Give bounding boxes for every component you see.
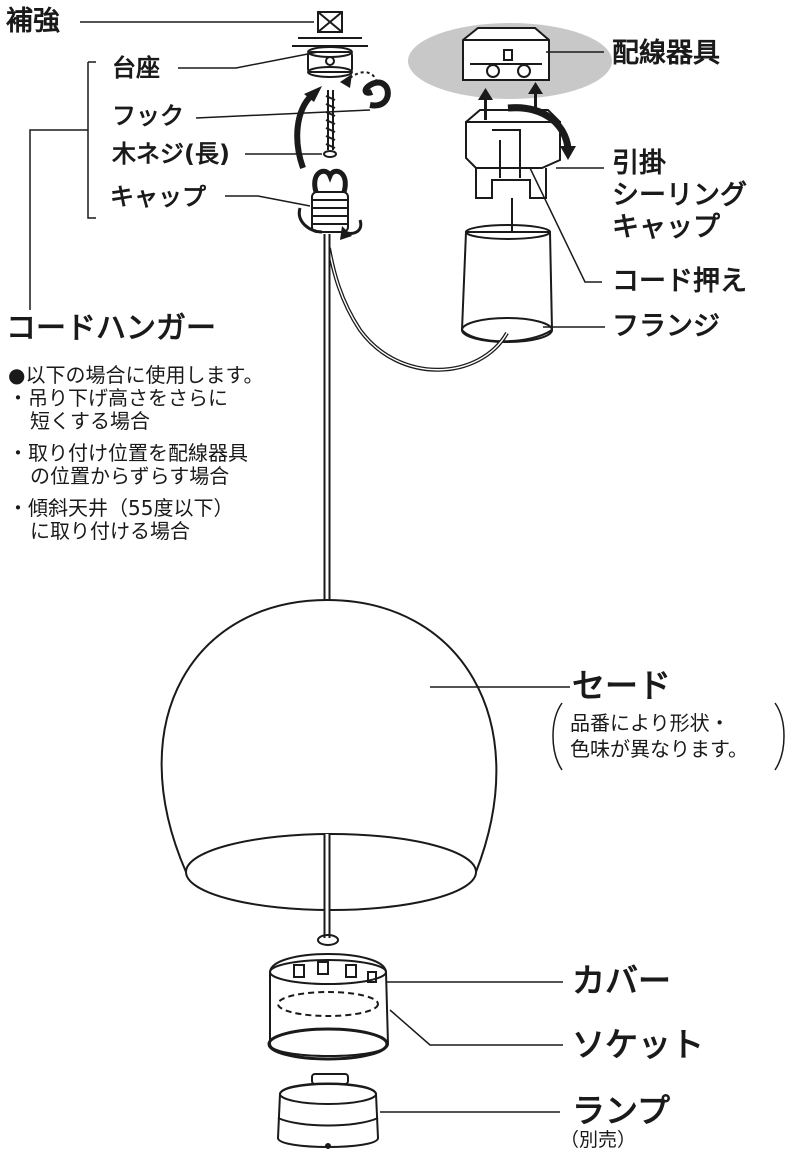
hanger-note-6: ・傾斜天井（55度以下） bbox=[8, 496, 234, 520]
hanger-note-2: ・吊り下げ高さをさらに bbox=[8, 386, 228, 410]
label-cover: カバー bbox=[572, 961, 671, 1000]
reinforcement-block bbox=[292, 11, 368, 47]
label-lamp-note: （別売） bbox=[560, 1129, 637, 1151]
wiring-fixture bbox=[462, 27, 550, 81]
wood-screw bbox=[323, 90, 337, 158]
leader-lines bbox=[29, 21, 605, 1113]
hanger-note-3: 短くする場合 bbox=[30, 409, 150, 433]
cover-socket bbox=[267, 934, 390, 1061]
note-bracket-right bbox=[774, 702, 785, 771]
label-cord-hanger: コードハンガー bbox=[6, 311, 216, 346]
label-wood-screw: 木ネジ(長) bbox=[112, 140, 230, 168]
hikikake-ceiling-cap bbox=[465, 104, 576, 199]
curved-arrow bbox=[294, 86, 322, 170]
label-lamp: ランプ bbox=[572, 1091, 671, 1130]
label-hikikake-3: キャップ bbox=[612, 212, 720, 243]
base-mount bbox=[307, 46, 353, 78]
label-hook: フック bbox=[112, 102, 184, 130]
shade-note-2: 色味が異なります。 bbox=[570, 737, 748, 761]
label-cord-clamp: コード押え bbox=[612, 266, 747, 297]
hanger-note-4: ・取り付け位置を配線器具 bbox=[8, 441, 248, 465]
hook-part bbox=[340, 71, 391, 109]
shade-body bbox=[160, 598, 498, 938]
label-wiring-fixture: 配線器具 bbox=[612, 38, 720, 69]
label-flange: フランジ bbox=[612, 311, 720, 342]
cord-hanger-cap bbox=[297, 168, 363, 240]
label-base: 台座 bbox=[112, 54, 160, 82]
lamp-body bbox=[276, 1073, 380, 1149]
label-hikikake-1: 引掛 bbox=[612, 148, 666, 179]
shade-note-1: 品番により形状・ bbox=[570, 711, 730, 735]
hanger-note-1: ●以下の場合に使用します。 bbox=[8, 363, 264, 387]
label-socket: ソケット bbox=[572, 1025, 704, 1064]
label-shade: セード bbox=[572, 666, 671, 705]
label-hikikake-2: シーリング bbox=[612, 180, 747, 211]
note-bracket-left bbox=[552, 702, 563, 771]
label-reinforcement: 補強 bbox=[6, 6, 60, 37]
label-cap: キャップ bbox=[110, 183, 206, 211]
hanger-note-7: に取り付ける場合 bbox=[30, 519, 190, 543]
flange-body bbox=[460, 198, 554, 343]
hanger-note-5: の位置からずらす場合 bbox=[30, 464, 230, 488]
